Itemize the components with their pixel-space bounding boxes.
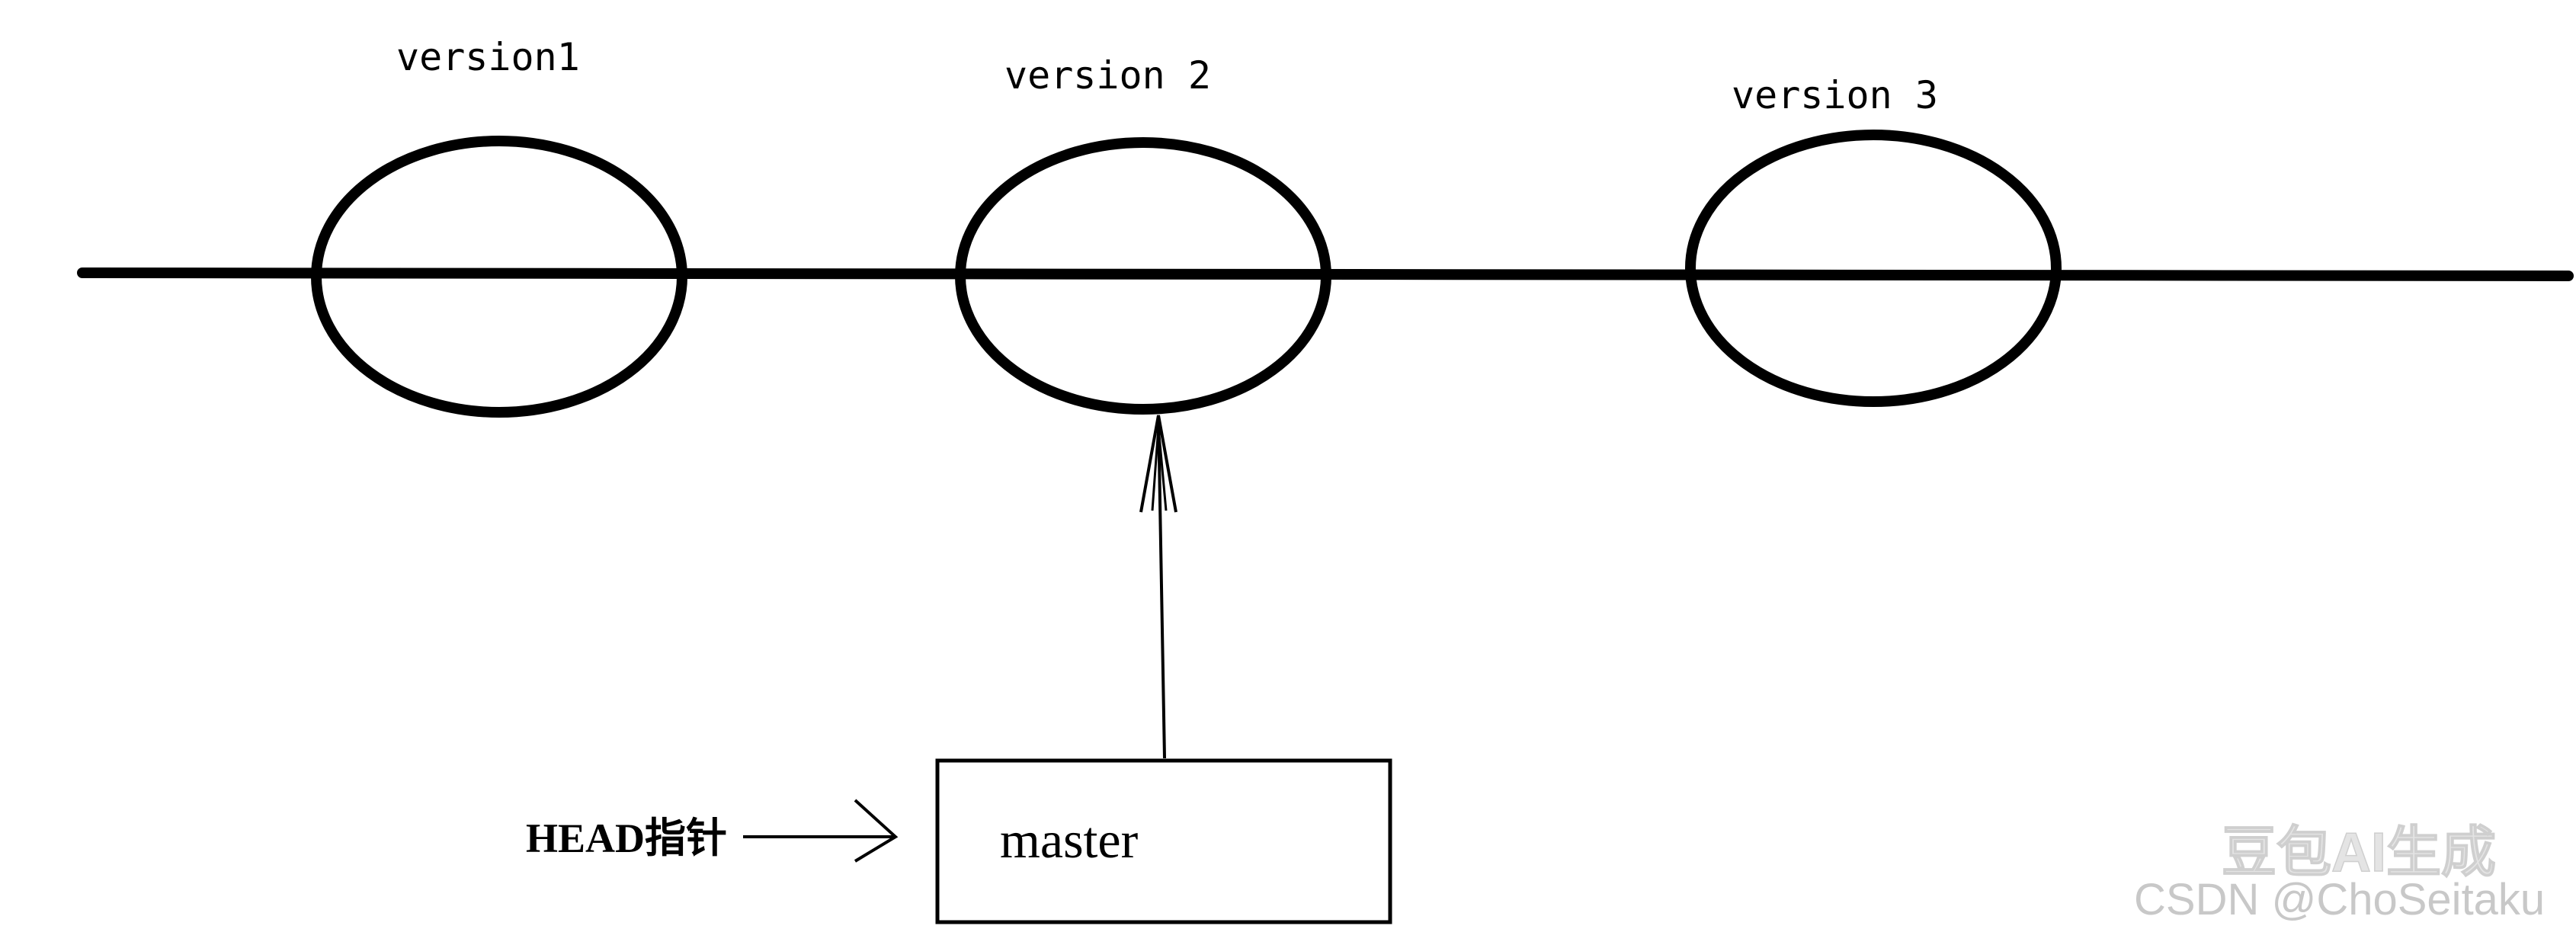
- master-pointer-arrow: [1139, 415, 1177, 759]
- csdn-credit-watermark: CSDN @ChoSeitaku: [2134, 875, 2545, 924]
- head-pointer-arrow: [743, 799, 899, 863]
- head-pointer-label: HEAD指针: [526, 815, 727, 861]
- commit-node-version1: [311, 136, 687, 418]
- version3-label: version 3: [1732, 73, 1938, 117]
- version2-label: version 2: [1004, 53, 1211, 98]
- version1-label: version1: [396, 35, 580, 79]
- ai-generated-watermark: 豆包AI生成: [2222, 822, 2496, 883]
- master-branch-label: master: [1000, 811, 1139, 869]
- commit-node-version3: [1685, 130, 2062, 407]
- master-branch-box: [935, 758, 1392, 924]
- commit-node-version2: [955, 137, 1331, 415]
